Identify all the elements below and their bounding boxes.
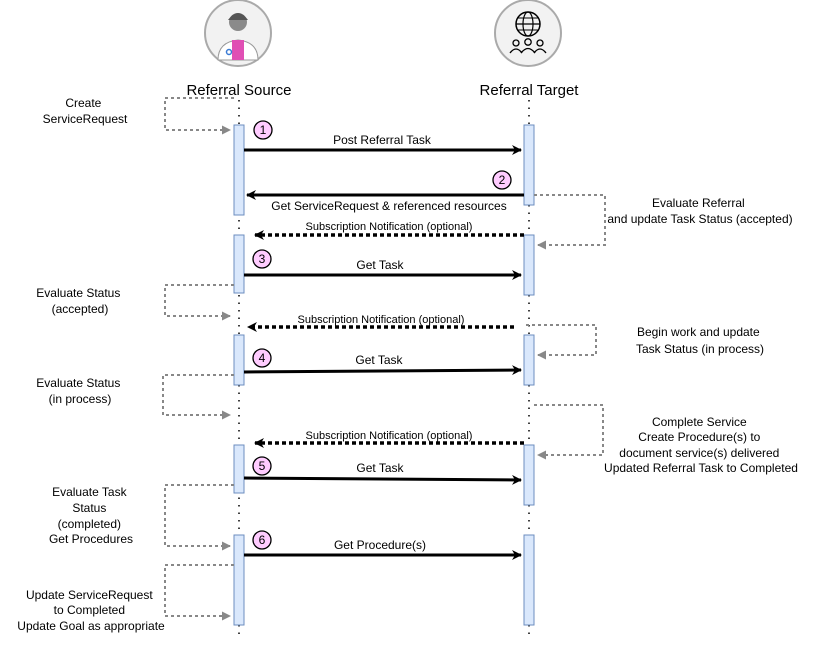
message-arrow [243, 365, 522, 376]
activation-bar [523, 234, 535, 296]
activation-bar [233, 234, 245, 294]
self-arrow [162, 374, 234, 420]
message-label: Get ServiceRequest & referenced resource… [271, 199, 506, 213]
activation-bar [233, 124, 245, 216]
activation-bar [523, 444, 535, 506]
self-arrow [526, 324, 597, 360]
self-arrow [164, 484, 234, 551]
self-arrow [164, 284, 234, 321]
self-arrow [534, 194, 606, 250]
self-arrow [164, 564, 234, 621]
right-note: Evaluate Referral and update Task Status… [607, 196, 792, 226]
step-badge: 1 [253, 120, 273, 140]
svg-text:3: 3 [259, 252, 266, 266]
participant-source: Referral Source [186, 82, 291, 99]
right-note: Complete Service Create Procedure(s) to … [604, 415, 798, 475]
svg-text:6: 6 [259, 533, 266, 547]
activation-bar [523, 334, 535, 386]
svg-text:5: 5 [259, 459, 266, 473]
participant-target: Referral Target [480, 82, 580, 99]
message-label: Post Referral Task [333, 133, 432, 147]
step-badge: 3 [252, 249, 272, 269]
message-label: Get Task [356, 461, 404, 475]
step-badge: 2 [492, 170, 512, 190]
activation-bar [523, 124, 535, 206]
doctor-icon [204, 0, 272, 67]
activation-bar [233, 334, 245, 386]
svg-text:2: 2 [499, 173, 506, 187]
step-badge: 6 [252, 530, 272, 550]
message-label: Subscription Notification (optional) [306, 221, 473, 233]
activation-bar [233, 444, 245, 494]
right-note: Begin work and update Task Status (in pr… [636, 325, 764, 356]
message-label: Subscription Notification (optional) [298, 314, 465, 326]
left-note: Evaluate Task Status (completed) Get Pro… [49, 485, 133, 546]
step-badge: 4 [252, 348, 272, 368]
left-note: Update ServiceRequest to Completed Updat… [17, 588, 165, 633]
globe-people-icon [494, 0, 562, 67]
left-note: Create ServiceRequest [43, 96, 128, 126]
left-note: Evaluate Status (in process) [36, 376, 123, 406]
activation-bar [233, 534, 245, 626]
message-label: Get Task [355, 353, 403, 367]
activation-bar [523, 534, 535, 626]
message-label: Get Procedure(s) [334, 538, 426, 552]
step-badge: 5 [252, 456, 272, 476]
message-label: Get Task [356, 258, 404, 272]
self-arrow [534, 404, 604, 460]
self-arrow [164, 97, 234, 135]
left-note: Evaluate Status (accepted) [36, 286, 123, 316]
svg-text:4: 4 [259, 351, 266, 365]
message-arrow [243, 474, 522, 485]
svg-text:1: 1 [260, 123, 267, 137]
message-label: Subscription Notification (optional) [306, 430, 473, 442]
